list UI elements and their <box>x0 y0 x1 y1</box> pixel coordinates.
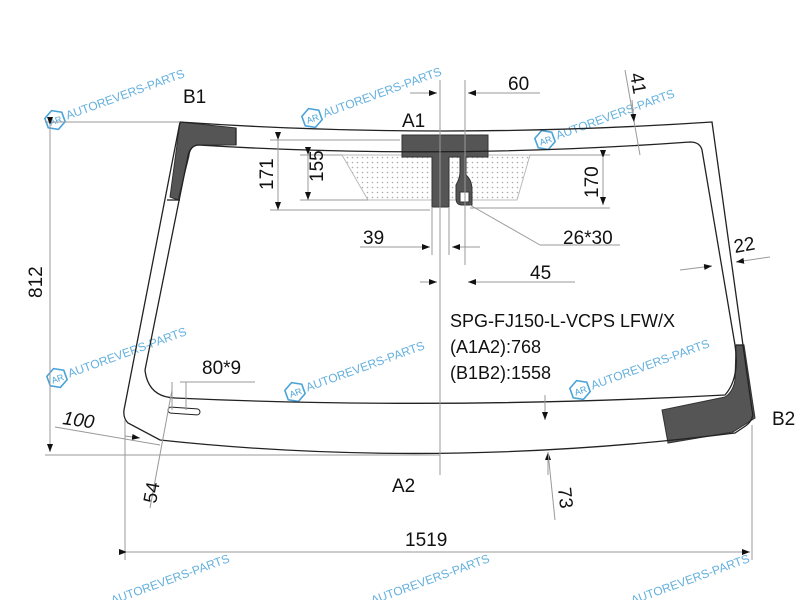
vin-notch <box>167 406 201 416</box>
dim-39: 39 <box>363 228 384 249</box>
spec-a1a2: (A1A2):768 <box>450 337 541 357</box>
point-b1-label: B1 <box>183 87 206 108</box>
svg-text:AUTOREVERS-PARTS: AUTOREVERS-PARTS <box>304 338 427 394</box>
dim-22: 22 <box>732 234 756 258</box>
a1-center-block <box>401 134 489 208</box>
spec-b1b2: (B1B2):1558 <box>450 363 551 383</box>
watermark: AUTOREVERS-PARTS <box>532 86 677 154</box>
svg-text:AUTOREVERS-PARTS: AUTOREVERS-PARTS <box>629 551 752 600</box>
watermark: AUTOREVERS-PARTS <box>567 336 712 404</box>
dim-26x30: 26*30 <box>563 228 613 249</box>
dim-54: 54 <box>140 480 164 505</box>
point-a1-label: A1 <box>402 111 425 132</box>
svg-text:AUTOREVERS-PARTS: AUTOREVERS-PARTS <box>589 336 712 392</box>
svg-text:AUTOREVERS-PARTS: AUTOREVERS-PARTS <box>64 66 187 122</box>
dim-170: 170 <box>582 166 603 198</box>
b2-corner-block <box>661 344 756 444</box>
dim-155: 155 <box>307 150 328 182</box>
watermark: AUTOREVERS-PARTS <box>629 551 752 600</box>
dim-73: 73 <box>553 486 576 509</box>
svg-text:AUTOREVERS-PARTS: AUTOREVERS-PARTS <box>109 551 232 600</box>
b1-corner-block <box>169 121 237 201</box>
svg-text:AUTOREVERS-PARTS: AUTOREVERS-PARTS <box>369 551 492 600</box>
part-code: SPG-FJ150-L-VCPS LFW/X <box>450 311 675 331</box>
dim-41: 41 <box>625 71 649 95</box>
dim-812: 812 <box>26 266 47 298</box>
point-a2-label: A2 <box>392 476 415 497</box>
glass-outer-edge <box>123 121 754 455</box>
dim-80x9: 80*9 <box>202 358 241 379</box>
glass-inner-edge <box>144 141 737 404</box>
point-b2-label: B2 <box>772 409 795 430</box>
dimension-lines <box>45 69 771 560</box>
dim-100: 100 <box>61 408 96 433</box>
dim-1519: 1519 <box>405 530 447 551</box>
dim-60: 60 <box>508 74 529 95</box>
watermark: AUTOREVERS-PARTS <box>44 324 189 392</box>
svg-text:AUTOREVERS-PARTS: AUTOREVERS-PARTS <box>66 324 189 380</box>
dim-45: 45 <box>530 263 551 284</box>
watermark: AUTOREVERS-PARTS <box>369 551 492 600</box>
dim-171: 171 <box>257 158 278 190</box>
svg-text:AUTOREVERS-PARTS: AUTOREVERS-PARTS <box>554 86 677 142</box>
watermark: AUTOREVERS-PARTS <box>109 551 232 600</box>
watermark: AUTOREVERS-PARTS <box>282 338 427 406</box>
